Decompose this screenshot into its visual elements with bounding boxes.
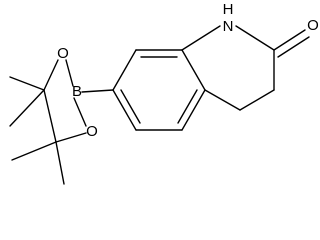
- chemical-structure: H N O B O O: [9, 1, 319, 185]
- bond-b-o-upper: [65, 59, 74, 87]
- bond-c8a-n: [181, 25, 221, 51]
- double-bond-inner-right: [177, 89, 198, 124]
- boron-label: B: [72, 83, 82, 100]
- double-bond-inner-left: [120, 89, 141, 124]
- bond-n-c2: [235, 25, 275, 51]
- bond-c-c: [43, 89, 57, 143]
- bond-carbonyl-1: [273, 29, 306, 51]
- structure-canvas: H N O B O O: [9, 0, 319, 185]
- ester-oxygen-lower-label: O: [86, 123, 98, 140]
- methyl-upper-2: [9, 89, 45, 127]
- dioxaborolane-ring: [43, 59, 87, 143]
- bond-c-o-lower: [55, 132, 87, 143]
- bond-carbonyl-2: [277, 36, 310, 58]
- methyl-lower-2: [55, 141, 65, 185]
- amide-nitrogen-label: N: [223, 18, 234, 35]
- methyl-groups: [9, 76, 65, 185]
- lactam-ring: [181, 25, 310, 111]
- bond-c4-c4a: [204, 89, 241, 111]
- bond-ring-boron: [81, 89, 114, 93]
- amide-hydrogen-label: H: [223, 1, 234, 18]
- bond-c3-c4: [181, 89, 206, 131]
- bond-o-upper-c: [43, 59, 59, 91]
- bond-c2-c3: [181, 49, 206, 91]
- methyl-lower-1: [11, 141, 57, 161]
- bond-c6-c1: [112, 49, 137, 91]
- ester-oxygen-upper-label: O: [57, 45, 69, 62]
- bond-c3-c4: [239, 89, 275, 111]
- carbonyl-oxygen-label: O: [307, 17, 319, 34]
- methyl-upper-1: [9, 76, 45, 91]
- benzene-ring: [112, 49, 206, 131]
- bond-b-o-lower: [73, 97, 87, 127]
- bond-c5-c6: [112, 89, 137, 131]
